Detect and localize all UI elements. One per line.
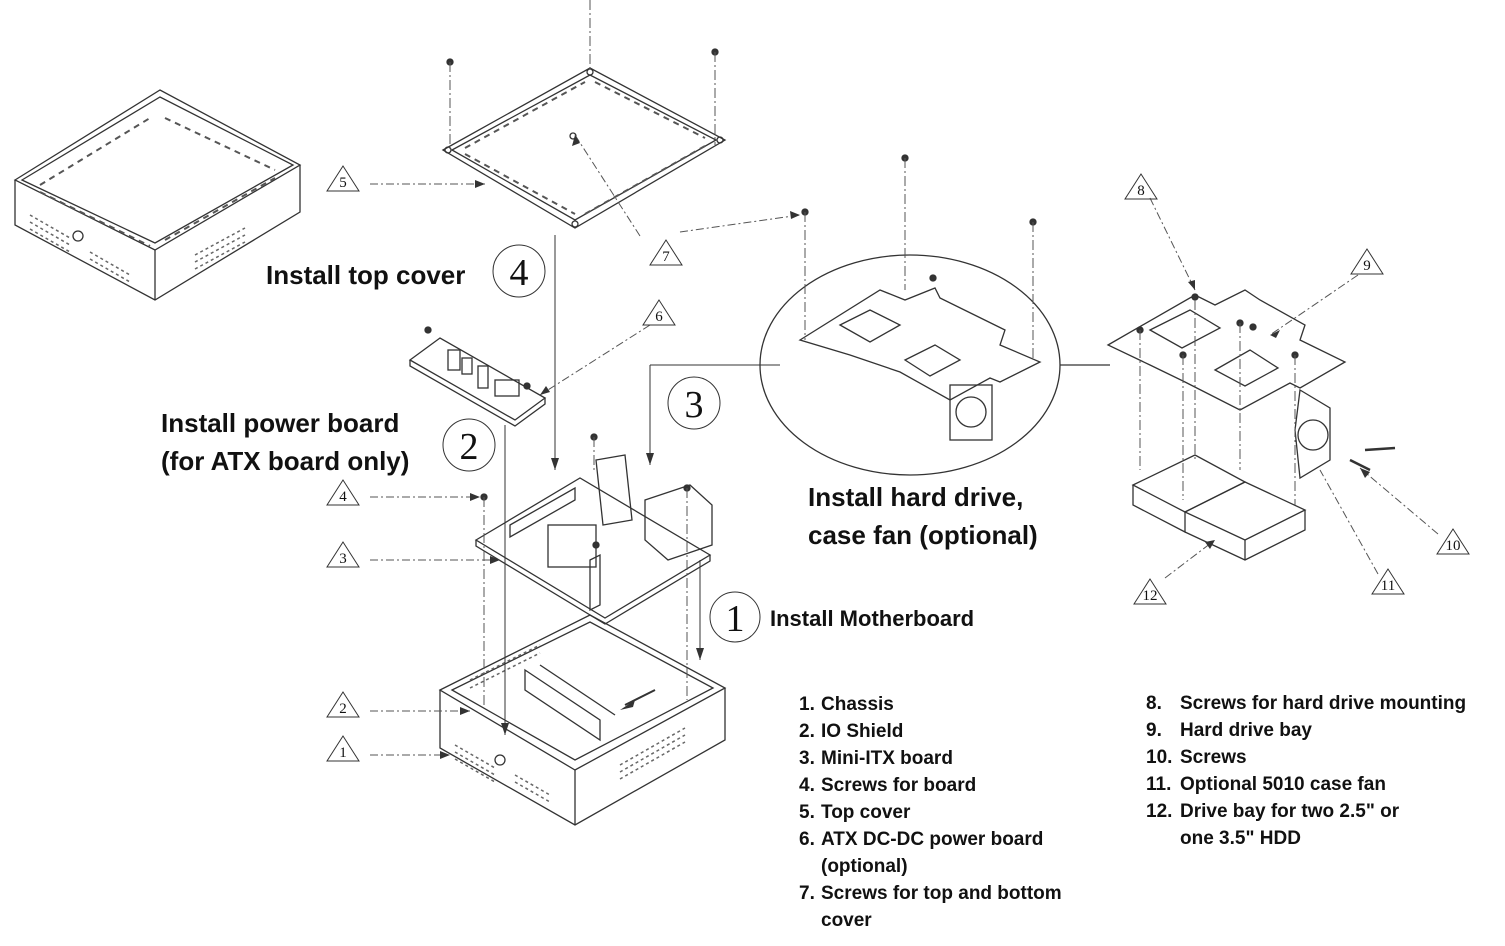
callout-triangle-1: [326, 735, 360, 762]
legend-item: 3.Mini-ITX board: [799, 748, 953, 769]
callout-triangle-12: [1133, 578, 1167, 605]
legend-item: 5.Top cover: [799, 802, 911, 823]
screws: [424, 48, 1299, 549]
legend-item: one 3.5" HDD: [1180, 828, 1301, 849]
step-title-install-power-board: Install power board (for ATX board only): [161, 408, 410, 476]
legend-item: 7.Screws for top and bottom: [799, 883, 1062, 904]
legend-item: cover: [821, 910, 872, 931]
parts-legend-left: 1.Chassis 2.IO Shield 3.Mini-ITX board 4…: [799, 691, 1062, 934]
callout-label-12: 12: [1143, 588, 1158, 604]
legend-item: 8.Screws for hard drive mounting: [1146, 693, 1467, 714]
parts-legend-right: 8.Screws for hard drive mounting 9.Hard …: [1146, 690, 1466, 852]
callout-triangle-8: [1124, 173, 1158, 200]
legend-item: 6.ATX DC-DC power board: [799, 829, 1044, 850]
callout-triangle-10: [1436, 528, 1470, 555]
legend-item: 4.Screws for board: [799, 775, 977, 796]
callout-triangle-2: [326, 691, 360, 718]
callout-label-6: 6: [655, 309, 663, 325]
power-board-drawing: [408, 337, 547, 427]
chassis-drawing: [438, 614, 727, 826]
callout-label-7: 7: [662, 249, 670, 265]
callout-label-4: 4: [339, 489, 347, 505]
callout-label-9: 9: [1363, 258, 1371, 274]
step-number-2: 2: [460, 426, 479, 468]
step-number-1: 1: [726, 598, 745, 640]
step-circle-2: [442, 418, 496, 472]
legend-item: 12.Drive bay for two 2.5" or: [1146, 801, 1400, 822]
legend-item: 2.IO Shield: [799, 721, 904, 742]
callout-triangle-9: [1350, 248, 1384, 275]
hard-drive-bay-detail: [759, 254, 1110, 476]
callout-triangle-7: [649, 239, 683, 266]
callout-label-1: 1: [339, 745, 347, 761]
legend-item: 9.Hard drive bay: [1146, 720, 1312, 741]
callout-triangle-6: [642, 299, 676, 326]
callout-label-11: 11: [1381, 578, 1395, 594]
hard-drive-bay-exploded: [1106, 289, 1396, 561]
step-title-install-top-cover: Install top cover: [266, 260, 466, 290]
step-circle-3: [667, 376, 721, 430]
top-cover-drawing: [441, 67, 727, 229]
callout-label-5: 5: [339, 175, 347, 191]
assembled-case-drawing: [13, 89, 302, 301]
step-circle-1: [709, 591, 761, 643]
legend-item: 1.Chassis: [799, 694, 894, 715]
step-number-3: 3: [685, 384, 704, 426]
legend-item: (optional): [821, 856, 908, 877]
legend-item: 11.Optional 5010 case fan: [1146, 774, 1386, 795]
callout-triangle-3: [326, 541, 360, 568]
callout-triangle-5: [326, 165, 360, 192]
motherboard-drawing: [474, 454, 713, 625]
legend-item: 10.Screws: [1146, 747, 1247, 768]
callout-label-2: 2: [339, 701, 347, 717]
callout-triangle-11: [1371, 568, 1405, 595]
step-title-install-motherboard: Install Motherboard: [770, 606, 975, 631]
step-number-4: 4: [510, 252, 529, 294]
callout-label-10: 10: [1446, 538, 1461, 554]
callout-label-8: 8: [1137, 183, 1145, 199]
callout-label-3: 3: [339, 551, 347, 567]
step-circle-4: [492, 244, 546, 298]
callout-triangle-4: [326, 479, 360, 506]
step-title-install-hard-drive: Install hard drive, case fan (optional): [808, 482, 1038, 550]
